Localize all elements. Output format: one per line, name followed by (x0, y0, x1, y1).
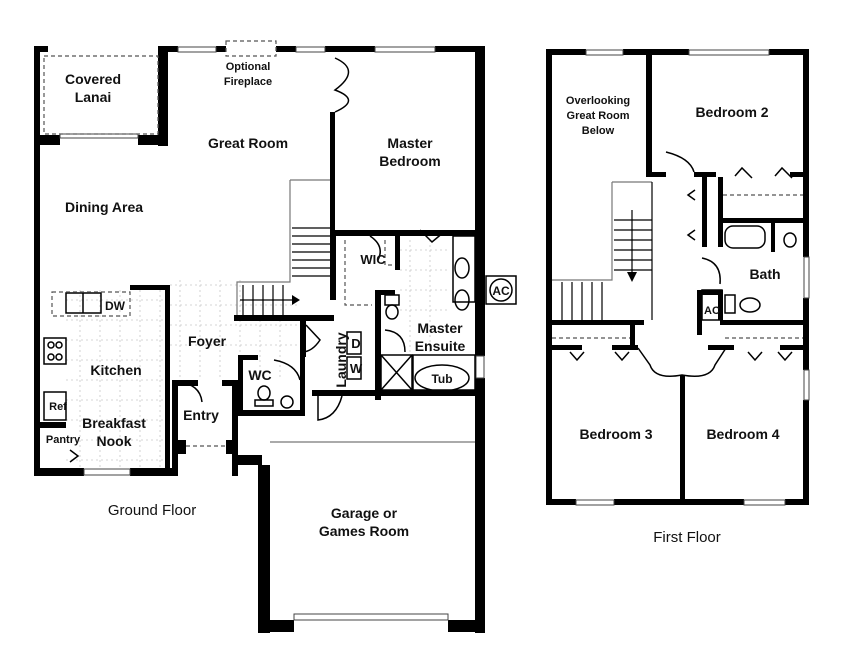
breakfast-nook-label-1: Breakfast (82, 415, 146, 431)
overlooking-label-3: Below (582, 125, 615, 137)
bedroom-2-label: Bedroom 2 (695, 104, 768, 120)
stair-down-arrow-icon (627, 272, 637, 282)
foyer-label: Foyer (188, 333, 227, 349)
overlooking-label-2: Great Room (567, 110, 630, 122)
tub-label: Tub (431, 372, 452, 386)
ground-floor-plan (34, 40, 517, 633)
ac-unit-box (485, 275, 517, 305)
covered-lanai-label-2: Lanai (75, 89, 112, 105)
wc-label: WC (248, 367, 271, 383)
fireplace-label-2: Fireplace (224, 76, 272, 88)
breakfast-nook-label-2: Nook (97, 433, 132, 449)
ac-closet-label: AC (704, 305, 720, 317)
laundry-label: Laundry (333, 332, 349, 387)
wic-label: WIC (360, 252, 386, 267)
covered-lanai-label-1: Covered (65, 71, 121, 87)
fridge-icon (43, 391, 67, 421)
master-ensuite-label-1: Master (417, 320, 463, 336)
lanai-outline (43, 55, 159, 135)
ground-floor-caption: Ground Floor (108, 502, 196, 519)
stove-icon (43, 337, 67, 365)
upper-staircase (552, 181, 653, 320)
overlooking-label-1: Overlooking (566, 95, 630, 107)
entry-label: Entry (183, 407, 219, 423)
staircase (236, 179, 330, 315)
garage-label-1: Garage or (331, 505, 398, 521)
first-floor-caption: First Floor (653, 529, 721, 546)
kitchen-label: Kitchen (90, 362, 141, 378)
dining-area-label: Dining Area (65, 199, 143, 215)
great-room-label: Great Room (208, 135, 288, 151)
tub-icon (414, 364, 470, 392)
east-wall (475, 46, 485, 356)
master-bedroom-label-1: Master (387, 135, 433, 151)
kitchen-tile-grid (66, 240, 450, 468)
west-wall (34, 46, 40, 474)
refrigerator-label: Ref (49, 401, 67, 413)
bedroom-3-label: Bedroom 3 (579, 426, 652, 442)
dryer-label: D (351, 336, 360, 351)
fireplace-label-1: Optional (226, 61, 271, 73)
washer-label: W (350, 361, 363, 376)
bedroom-4-label: Bedroom 4 (706, 426, 779, 442)
first-floor-plan (546, 49, 810, 506)
bathtub-icon (724, 225, 766, 249)
pantry-label: Pantry (46, 434, 81, 446)
stair-arrow-icon (292, 295, 300, 305)
master-bedroom-label-2: Bedroom (379, 153, 440, 169)
fireplace-icon (225, 40, 277, 57)
master-ensuite-label-2: Ensuite (415, 338, 466, 354)
ac-unit-label: AC (492, 284, 510, 298)
bath-label: Bath (749, 266, 780, 282)
garage-label-2: Games Room (319, 523, 409, 539)
windows (59, 46, 485, 621)
dishwasher-label: DW (105, 299, 126, 313)
